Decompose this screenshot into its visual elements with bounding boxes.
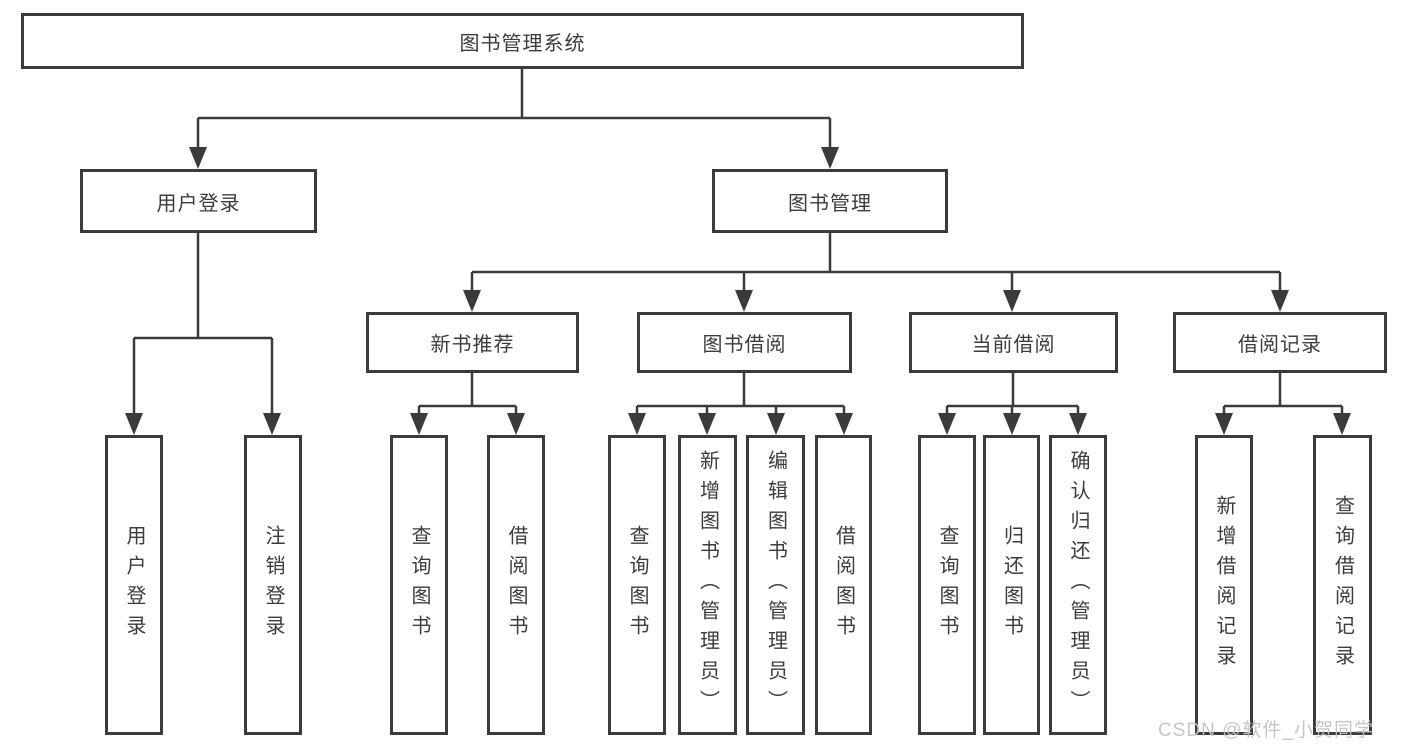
node-label: 编辑图书（管理员） [764,450,787,720]
leaf-query-borrow-record: 查询借阅记录 [1313,435,1372,735]
node-label: 归还图书 [1000,525,1023,645]
leaf-add-borrow-record: 新增借阅记录 [1195,435,1253,735]
node-label: 图书管理 [788,192,872,215]
node-label: 新增图书（管理员） [696,450,719,720]
node-library-management-system: 图书管理系统 [21,13,1024,69]
node-label: 图书管理系统 [459,32,586,55]
node-label: 借阅记录 [1238,334,1322,356]
node-label: 用户登录 [123,525,145,645]
node-label: 图书借阅 [702,334,787,356]
csdn-watermark: CSDN @软件_小贺同学 [1158,720,1374,741]
node-book-management: 图书管理 [712,169,948,233]
node-new-book-recommend: 新书推荐 [366,312,579,373]
leaf-confirm-return-admin: 确认归还（管理员） [1049,435,1107,735]
node-label: 新书推荐 [430,334,515,356]
leaf-return-books: 归还图书 [983,435,1040,735]
node-borrow-records: 借阅记录 [1173,312,1387,373]
leaf-query-books-borrow: 查询图书 [608,435,666,735]
arrowheads [125,147,1351,435]
node-label: 确认归还（管理员） [1067,450,1089,720]
leaf-add-books-admin: 新增图书（管理员） [678,435,737,735]
leaf-query-books-current: 查询图书 [918,435,976,735]
leaf-logout: 注销登录 [244,435,302,735]
node-label: 查询图书 [936,525,958,645]
leaf-user-login: 用户登录 [105,435,163,735]
node-label: 当前借阅 [971,334,1056,356]
node-label: 用户登录 [156,192,241,215]
node-label: 借阅图书 [505,525,527,645]
node-label: 查询图书 [626,525,648,645]
leaf-edit-books-admin: 编辑图书（管理员） [746,435,805,735]
leaf-borrow-books: 借阅图书 [815,435,872,735]
node-label: 借阅图书 [832,525,855,645]
node-label: 查询借阅记录 [1331,495,1354,675]
leaf-borrow-books-recommend: 借阅图书 [487,435,545,735]
node-current-borrow: 当前借阅 [909,312,1118,373]
node-label: 新增借阅记录 [1213,495,1235,675]
node-label: 查询图书 [408,525,430,645]
leaf-query-books-recommend: 查询图书 [390,435,448,735]
node-label: 注销登录 [262,525,284,645]
node-user-login: 用户登录 [80,169,317,233]
node-book-borrow: 图书借阅 [637,312,852,373]
